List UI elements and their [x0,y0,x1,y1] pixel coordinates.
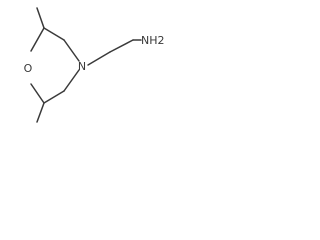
bond-ca-cb [109,39,134,53]
nitrogen-atom-label: N [78,60,86,73]
oxygen-atom-label: O [24,62,33,75]
bond-c2-c3 [43,27,65,41]
bond-n4-ca [87,51,111,66]
bond-c3-n4 [63,39,80,62]
amine-group-label: NH2 [141,34,164,47]
bond-c5-c6 [43,90,65,104]
bond-n4-c5 [63,69,80,92]
bond-c6-o1 [30,83,45,104]
bond-o1-c2 [30,27,45,52]
structural-formula: O N NH2 [24,7,164,123]
bond-c6-methyl [36,102,45,123]
bond-c2-methyl [36,7,45,29]
